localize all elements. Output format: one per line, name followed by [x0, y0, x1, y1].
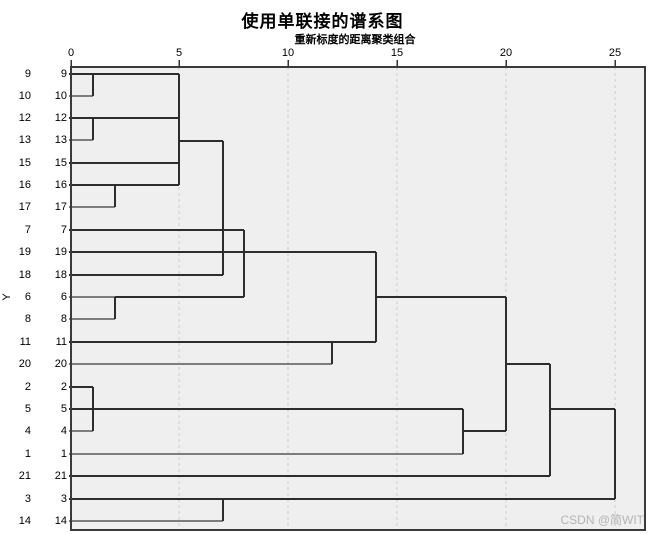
case-label-inner: 3 — [60, 493, 67, 505]
case-label-inner: 10 — [54, 90, 67, 102]
case-label-inner: 15 — [54, 157, 67, 169]
x-tick-label: 10 — [281, 47, 295, 59]
page-title: 使用单联接的谱系图 — [241, 12, 404, 31]
case-label-inner: 11 — [55, 336, 67, 348]
case-label-outer: 7 — [24, 224, 31, 236]
case-label-inner: 18 — [54, 269, 67, 281]
case-label-outer: 14 — [18, 515, 31, 527]
case-label-outer: 1 — [24, 448, 31, 460]
case-label-inner: 19 — [54, 246, 67, 258]
case-label-inner: 9 — [60, 68, 67, 80]
case-label-outer: 6 — [24, 291, 31, 303]
case-label-outer: 21 — [18, 470, 31, 482]
case-label-outer: 17 — [18, 201, 31, 213]
case-label-outer: 9 — [24, 68, 31, 80]
case-label-inner: 1 — [60, 448, 67, 460]
x-tick-label: 20 — [499, 47, 513, 59]
case-label-outer: 11 — [19, 336, 31, 348]
case-label-outer: 12 — [18, 112, 31, 124]
case-label-outer: 13 — [18, 134, 31, 146]
case-label-inner: 16 — [54, 179, 67, 191]
case-label-inner: 21 — [54, 470, 67, 482]
case-label-outer: 15 — [18, 157, 31, 169]
case-label-inner: 20 — [54, 358, 67, 370]
case-label-outer: 16 — [18, 179, 31, 191]
x-tick-label: 25 — [608, 47, 622, 59]
x-tick-label: 5 — [175, 47, 183, 59]
case-label-outer: 3 — [24, 493, 31, 505]
case-label-outer: 20 — [18, 358, 31, 370]
case-label-inner: 6 — [60, 291, 67, 303]
case-label-outer: 5 — [24, 403, 31, 415]
case-label-outer: 18 — [18, 269, 31, 281]
case-label-outer: 19 — [18, 246, 31, 258]
chart-subtitle: 重新标度的距离聚类组合 — [294, 34, 416, 46]
case-label-outer: 10 — [18, 90, 31, 102]
case-label-inner: 14 — [54, 515, 67, 527]
plot-background — [71, 67, 645, 530]
case-label-inner: 2 — [60, 381, 67, 393]
case-label-outer: 2 — [24, 381, 31, 393]
case-label-inner: 4 — [60, 425, 67, 437]
case-label-inner: 17 — [54, 201, 67, 213]
x-tick-label: 15 — [390, 47, 404, 59]
case-label-inner: 8 — [60, 313, 67, 325]
watermark: CSDN @简WIT — [560, 513, 644, 527]
x-tick-label: 0 — [67, 47, 75, 59]
case-label-outer: 8 — [24, 313, 31, 325]
case-label-inner: 7 — [60, 224, 67, 236]
case-label-inner: 13 — [54, 134, 67, 146]
case-label-inner: 5 — [60, 403, 67, 415]
plot-frame — [70, 66, 646, 531]
case-label-inner: 12 — [54, 112, 67, 124]
case-label-outer: 4 — [24, 425, 31, 437]
